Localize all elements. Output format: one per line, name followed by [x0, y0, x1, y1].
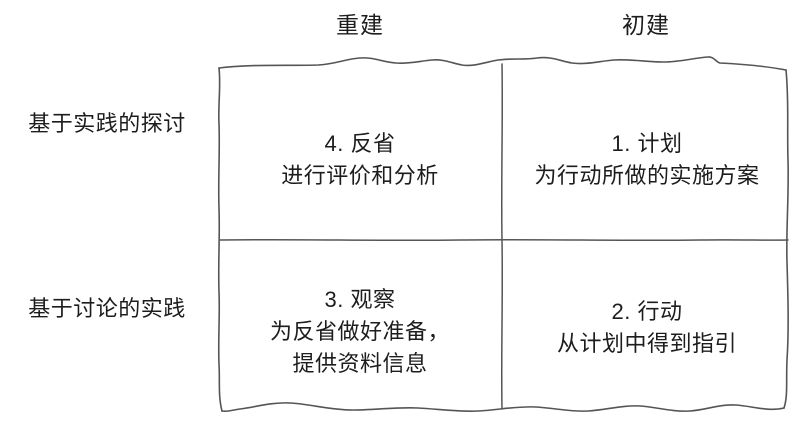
cell-description-line: 从计划中得到指引 — [556, 331, 737, 356]
cell-description-line: 提供资料信息 — [292, 350, 428, 376]
cell-title-plan: 1. 计划 — [611, 131, 683, 157]
column-header-initial-build: 初建 — [622, 12, 670, 38]
cell-title-observe: 3. 观察 — [324, 287, 396, 313]
cell-description-line: 为行动所做的实施方案 — [534, 163, 760, 188]
cell-text-stack: 1. 计划 为行动所做的实施方案 — [534, 128, 759, 192]
divider-horizontal — [219, 238, 789, 242]
row-label-discussion-based-practice: 基于讨论的实践 — [28, 296, 186, 321]
quadrant-cell-observe: 3. 观察 为反省做好准备， 提供资料信息 — [220, 242, 500, 406]
frame-top-edge — [218, 56, 787, 71]
cell-title-reflect: 4. 反省 — [324, 131, 396, 157]
cell-text-stack: 3. 观察 为反省做好准备， 提供资料信息 — [270, 284, 450, 380]
row-label-practice-based-inquiry: 基于实践的探讨 — [28, 111, 186, 136]
cell-description-line: 进行评价和分析 — [281, 163, 439, 188]
cell-text-stack: 2. 行动 从计划中得到指引 — [557, 296, 737, 360]
divider-vertical — [500, 63, 504, 410]
cell-title-act: 2. 行动 — [611, 299, 683, 325]
cell-description-line: 为反省做好准备， — [269, 319, 450, 345]
column-header-rebuild: 重建 — [336, 12, 384, 38]
quadrant-cell-act: 2. 行动 从计划中得到指引 — [504, 242, 790, 406]
quadrant-cell-plan: 1. 计划 为行动所做的实施方案 — [504, 70, 790, 238]
cell-text-stack: 4. 反省 进行评价和分析 — [281, 128, 439, 192]
quadrant-cell-reflect: 4. 反省 进行评价和分析 — [220, 70, 500, 238]
